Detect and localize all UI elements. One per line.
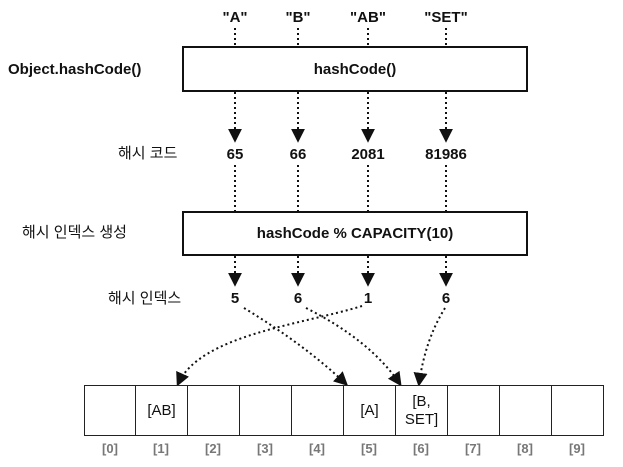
array-index-9: [9] [569, 441, 585, 456]
array-cell-9 [551, 385, 604, 436]
index-arrow-b [305, 307, 402, 387]
array-index-5: [5] [361, 441, 377, 456]
object-hashcode-label: Object.hashCode() [8, 61, 142, 78]
array-cell-3 [239, 385, 292, 436]
array-cell-2 [187, 385, 240, 436]
key-b: "B" [285, 9, 311, 26]
hash-code-label: 해시 코드 [118, 145, 178, 162]
index-arrow-set [413, 307, 446, 387]
key-ab: "AB" [350, 9, 386, 26]
hashcode-box: hashCode() [182, 46, 528, 92]
array-index-1: [1] [153, 441, 169, 456]
hash-index-generation-label: 해시 인덱스 생성 [22, 224, 127, 241]
array-cell-6: [B, SET] [395, 385, 448, 436]
hash-index-a: 5 [230, 290, 240, 307]
array-index-7: [7] [465, 441, 481, 456]
array-index-3: [3] [257, 441, 273, 456]
hash-index-b: 6 [293, 290, 303, 307]
hash-code-set: 81986 [425, 146, 467, 163]
array-index-2: [2] [205, 441, 221, 456]
hash-code-a: 65 [226, 146, 244, 163]
modulo-box: hashCode % CAPACITY(10) [182, 211, 528, 256]
hash-code-ab: 2081 [351, 146, 385, 163]
index-arrow-a [243, 307, 349, 386]
array-cell-0 [84, 385, 137, 436]
array-cell-1: [AB] [135, 385, 188, 436]
array-index-8: [8] [517, 441, 533, 456]
array-cell-8 [499, 385, 552, 436]
hash-index-set: 6 [441, 290, 451, 307]
hash-index-ab: 1 [363, 290, 373, 307]
index-arrow-ab [176, 305, 363, 387]
array-cell-7 [447, 385, 500, 436]
array-cell-5: [A] [343, 385, 396, 436]
array-index-0: [0] [102, 441, 118, 456]
key-a: "A" [222, 9, 248, 26]
hash-index-label: 해시 인덱스 [108, 290, 182, 307]
key-set: "SET" [424, 9, 468, 26]
array-index-6: [6] [413, 441, 429, 456]
hash-code-b: 66 [289, 146, 307, 163]
array-index-4: [4] [309, 441, 325, 456]
array-cell-4 [291, 385, 344, 436]
